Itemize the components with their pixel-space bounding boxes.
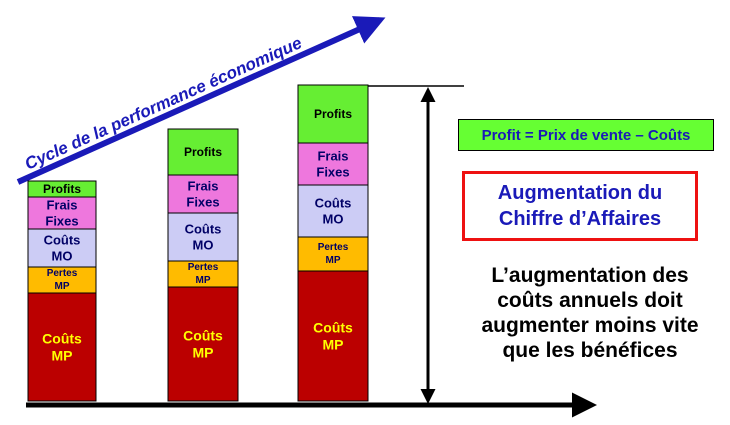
profit-formula-text: Profit = Prix de vente – Coûts xyxy=(481,126,691,144)
bar-2-pertes-mp-segment xyxy=(167,260,239,288)
bar-2-couts-mp-label: Coûts xyxy=(183,328,223,344)
bar-3-pertes-mp-label: MP xyxy=(326,255,341,266)
bar-1-frais-fixes-segment xyxy=(27,196,97,230)
note-line4: que les bénéfices xyxy=(502,339,678,362)
note-line2: coûts annuels doit xyxy=(497,289,683,312)
bar-3-frais-fixes-label: Fixes xyxy=(316,165,349,180)
bar-1-couts-mp-label: MP xyxy=(52,348,73,364)
bar-1-frais-fixes-label: Frais xyxy=(46,198,77,213)
bar-1-couts-mo-label: MO xyxy=(52,249,73,264)
bar-3-couts-mp-segment xyxy=(297,270,369,402)
bar-1-couts-mp-label: Coûts xyxy=(42,331,82,347)
bar-3-couts-mo-label: MO xyxy=(323,212,344,227)
performance-cycle-arrow xyxy=(16,16,386,185)
cost-growth-note: L’augmentation des coûts annuels doit au… xyxy=(465,263,715,363)
bar-1-pertes-mp-label: MP xyxy=(55,281,70,292)
bar-3-frais-fixes-label: Frais xyxy=(317,149,348,164)
bar-1-couts-mo-segment xyxy=(27,228,97,268)
bar-1-frais-fixes-label: Fixes xyxy=(45,214,78,229)
revenue-box-line1: Augmentation du xyxy=(497,182,663,204)
bar-1-couts-mo-label: Coûts xyxy=(44,233,81,248)
bar-3-profits-segment xyxy=(297,84,369,144)
note-line1: L’augmentation des xyxy=(491,264,689,287)
bar-3-pertes-mp-segment xyxy=(297,236,369,272)
bar-2-profits-segment xyxy=(167,128,239,176)
bar-1-pertes-mp-segment xyxy=(27,266,97,294)
bar-1-profits-segment xyxy=(27,180,97,198)
performance-cycle-title: Cycle de la performance économique xyxy=(22,33,305,173)
bar-2-couts-mp-label: MP xyxy=(193,345,214,361)
bar-2-couts-mo-label: Coûts xyxy=(185,222,222,237)
bar-3-couts-mp-label: MP xyxy=(323,337,344,353)
bar-2-pertes-mp-label: MP xyxy=(196,275,211,286)
bar-2-frais-fixes-label: Fixes xyxy=(186,195,219,210)
bar-1-profits-label: Profits xyxy=(43,182,81,196)
bar-2-pertes-mp-label: Pertes xyxy=(188,262,219,273)
bar-2-couts-mp-segment xyxy=(167,286,239,402)
bar-3-couts-mp-label: Coûts xyxy=(313,320,353,336)
bar-3-couts-mo-label: Coûts xyxy=(315,196,352,211)
bar-3-couts-mo-segment xyxy=(297,184,369,238)
bars-group: CoûtsMPPertesMPCoûtsMOFraisFixesProfitsC… xyxy=(27,84,369,402)
note-line3: augmenter moins vite xyxy=(481,314,699,337)
bar-3-frais-fixes-segment xyxy=(297,142,369,186)
bar-2-frais-fixes-label: Frais xyxy=(187,179,218,194)
bar-1-couts-mp-segment xyxy=(27,292,97,402)
bar-2-frais-fixes-segment xyxy=(167,174,239,214)
bar-2-couts-mo-label: MO xyxy=(193,238,214,253)
revenue-increase-box: Augmentation du Chiffre d’Affaires xyxy=(462,171,698,241)
bar-2-profits-label: Profits xyxy=(184,145,222,159)
bar-3-profits-label: Profits xyxy=(314,107,352,121)
bar-3-pertes-mp-label: Pertes xyxy=(318,242,349,253)
profit-formula-box: Profit = Prix de vente – Coûts xyxy=(458,119,714,151)
bar-1-pertes-mp-label: Pertes xyxy=(47,268,78,279)
revenue-box-line2: Chiffre d’Affaires xyxy=(498,208,662,230)
